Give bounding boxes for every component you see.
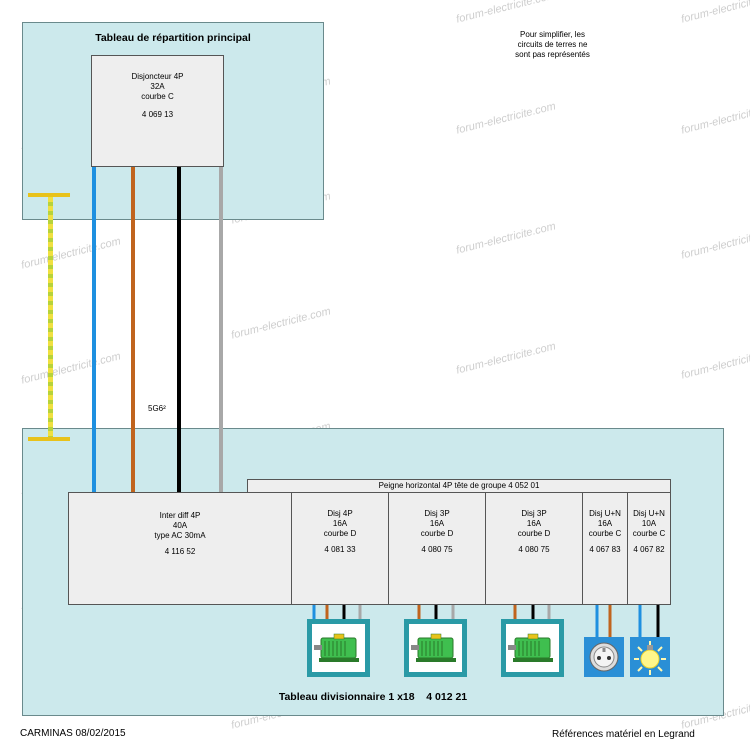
breaker-2-type: Disj 3P — [424, 509, 450, 518]
breaker-2[interactable]: Disj 3P 16A courbe D 4 080 75 — [388, 492, 486, 605]
main-breaker-curve: courbe C — [141, 92, 174, 101]
breaker-2-ref: 4 080 75 — [421, 545, 453, 554]
breaker-1-rating: 16A — [332, 519, 348, 528]
main-breaker-ref: 4 069 13 — [141, 110, 174, 119]
breaker-5-curve: courbe C — [632, 529, 666, 538]
motor-icon — [307, 619, 370, 677]
earth-bar-top — [28, 193, 70, 197]
breaker-1-curve: courbe D — [323, 529, 357, 538]
main-breaker[interactable]: Disjoncteur 4P 32A courbe C 4 069 13 — [91, 55, 224, 167]
inter-diff-rating: 40A — [172, 521, 188, 530]
comb-busbar-label: Peigne horizontal 4P tête de groupe 4 05… — [378, 481, 540, 490]
note-line-1: Pour simplifier, les — [520, 30, 585, 39]
motor-icon — [501, 619, 564, 677]
inter-diff-type: Inter diff 4P — [159, 511, 201, 520]
sub-panel-title: Tableau divisionnaire 1 x18 4 012 21 — [278, 691, 468, 703]
breaker-2-curve: courbe D — [420, 529, 454, 538]
breaker-3-type: Disj 3P — [521, 509, 547, 518]
breaker-3-ref: 4 080 75 — [518, 545, 550, 554]
breaker-4-curve: courbe C — [588, 529, 622, 538]
breaker-5-ref: 4 067 82 — [633, 545, 665, 554]
breaker-4-type: Disj U+N — [589, 509, 621, 518]
inter-diff[interactable]: Inter diff 4P 40A type AC 30mA 4 116 52 — [68, 492, 292, 605]
inter-diff-ref: 4 116 52 — [164, 547, 196, 556]
breaker-3[interactable]: Disj 3P 16A courbe D 4 080 75 — [485, 492, 583, 605]
main-breaker-rating: 32A — [150, 82, 165, 91]
blue-wire — [92, 167, 96, 493]
inter-diff-sensitivity: type AC 30mA — [154, 531, 206, 540]
brown-wire — [131, 167, 135, 493]
breaker-2-rating: 16A — [429, 519, 445, 528]
breaker-5[interactable]: Disj U+N 10A courbe C 4 067 82 — [627, 492, 671, 605]
note: Pour simplifier, les circuits de terres … — [480, 30, 625, 60]
motor-icon — [404, 619, 467, 677]
earth-bar-bottom — [28, 437, 70, 441]
breaker-3-curve: courbe D — [517, 529, 551, 538]
breaker-1-type: Disj 4P — [327, 509, 353, 518]
breaker-3-rating: 16A — [526, 519, 542, 528]
breaker-5-rating: 10A — [641, 519, 657, 528]
black-wire — [177, 167, 181, 493]
footer-author-date: CARMINAS 08/02/2015 — [20, 728, 126, 739]
footer-reference-note: Références matériel en Legrand — [552, 729, 695, 740]
lamp-icon — [630, 637, 670, 677]
breaker-4[interactable]: Disj U+N 16A courbe C 4 067 83 — [582, 492, 628, 605]
earth-conductor — [48, 197, 53, 439]
breaker-5-type: Disj U+N — [633, 509, 665, 518]
breaker-1[interactable]: Disj 4P 16A courbe D 4 081 33 — [291, 492, 389, 605]
note-line-3: sont pas représentés — [515, 50, 590, 59]
note-line-2: circuits de terres ne — [517, 40, 588, 49]
breaker-4-ref: 4 067 83 — [589, 545, 621, 554]
grey-wire — [219, 167, 223, 493]
main-breaker-type: Disjoncteur 4P — [131, 72, 184, 81]
main-panel-title: Tableau de répartition principal — [95, 32, 251, 44]
cable-label: 5G6² — [148, 404, 166, 413]
breaker-4-rating: 16A — [597, 519, 613, 528]
breaker-1-ref: 4 081 33 — [324, 545, 356, 554]
socket-icon — [584, 637, 624, 677]
